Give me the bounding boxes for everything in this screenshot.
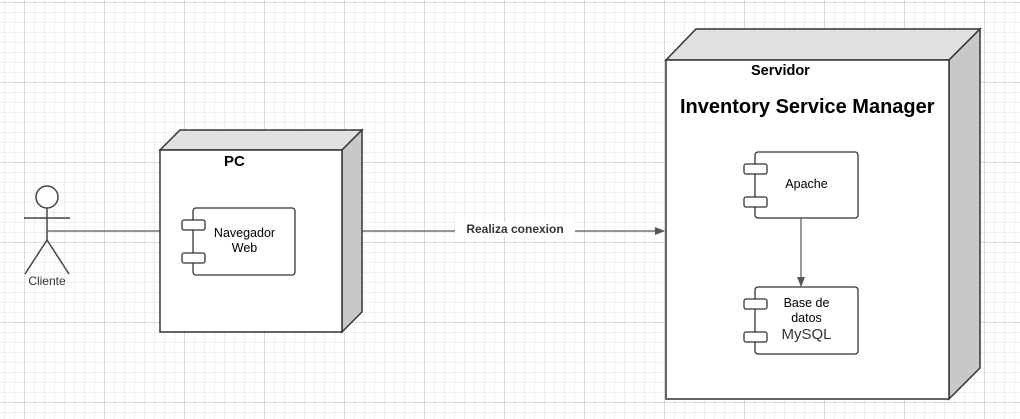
apache-component-port-bottom xyxy=(743,196,768,208)
server-node-title: Servidor xyxy=(751,63,810,79)
pc-node-side xyxy=(341,128,363,334)
database-component-port-top xyxy=(743,298,768,310)
database-component[interactable] xyxy=(743,286,859,355)
pc-node-top xyxy=(158,129,364,151)
apache-component-body xyxy=(754,151,859,219)
server-node-subtitle: Inventory Service Manager xyxy=(680,96,935,118)
server-node-side xyxy=(948,27,981,401)
apache-component[interactable] xyxy=(743,151,859,219)
actor-head xyxy=(35,185,59,209)
database-component-body xyxy=(754,286,859,355)
database-label-line2: datos xyxy=(791,311,822,325)
navegador-component-port-top xyxy=(181,219,206,231)
actor-label: Cliente xyxy=(28,274,66,288)
database-label-line3: MySQL xyxy=(781,326,832,343)
database-component-port-bottom xyxy=(743,331,768,343)
actor-cliente[interactable] xyxy=(24,185,70,275)
actor-left-leg xyxy=(24,239,48,275)
connection-label: Realiza conexion xyxy=(455,222,575,236)
database-label: Base de datos MySQL xyxy=(758,296,855,343)
server-node[interactable] xyxy=(664,27,982,401)
navegador-label-line2: Web xyxy=(231,241,258,255)
navegador-component[interactable] xyxy=(181,207,296,276)
pc-node-title: PC xyxy=(224,153,245,170)
navegador-label-line1: Navegador xyxy=(213,226,276,240)
database-label-line1: Base de xyxy=(783,296,830,310)
actor-right-leg xyxy=(46,239,70,275)
apache-label: Apache xyxy=(785,177,828,191)
navegador-component-port-bottom xyxy=(181,252,206,264)
navegador-component-body xyxy=(192,207,296,276)
apache-component-port-top xyxy=(743,163,768,175)
server-node-top xyxy=(664,28,982,61)
navegador-label: Navegador Web xyxy=(197,226,292,256)
